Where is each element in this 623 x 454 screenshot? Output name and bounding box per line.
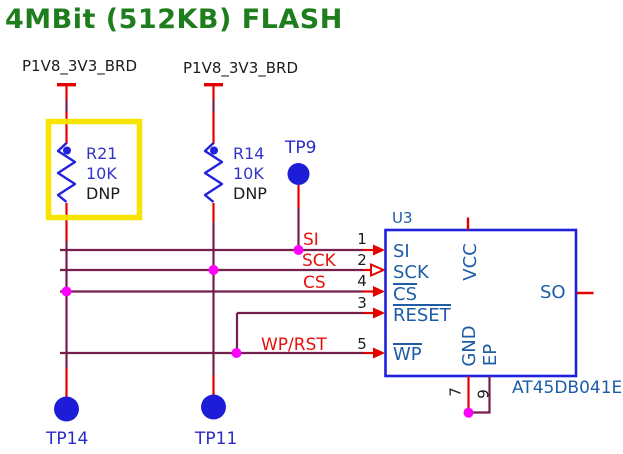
chip-refdes: U3	[392, 209, 413, 227]
pin-number-5: 5	[357, 335, 367, 353]
r21-refdes: R21	[86, 144, 118, 163]
power-net-label-right: P1V8_3V3_BRD	[183, 59, 299, 77]
r14-dnp-note: DNP	[233, 184, 267, 203]
r14-refdes: R14	[233, 144, 265, 163]
net-label-cs: CS	[303, 273, 326, 293]
chip-part-number: AT45DB041E	[512, 378, 623, 398]
tp9-label: TP9	[285, 138, 317, 158]
wire-reset	[235, 311, 374, 352]
pin-name-gnd: GND	[459, 325, 480, 367]
pin-arrow-sck-clock	[370, 262, 386, 278]
power-rail-symbol-right	[204, 83, 223, 87]
pin-arrow-reset	[373, 307, 385, 319]
pin-name-so: SO	[540, 282, 566, 303]
pin-name-sck: SCK	[393, 262, 429, 283]
pin-name-vcc: VCC	[460, 243, 481, 281]
pin-name-wp: WP	[393, 343, 422, 365]
pin-number-3: 3	[357, 294, 367, 312]
junction-dot-gnd-ep	[463, 407, 474, 418]
pin-number-7: 7	[446, 387, 465, 397]
testpoint-tp9-pad	[287, 163, 310, 185]
tp14-label: TP14	[46, 429, 89, 449]
highlight-box-r21	[45, 118, 143, 221]
chip-u3-outline	[384, 228, 578, 378]
pin-number-4: 4	[357, 272, 367, 290]
testpoint-tp14-pad	[54, 396, 79, 422]
resistor-r14-symbol	[203, 142, 224, 203]
pin-name-ep: EP	[480, 343, 501, 367]
resistor-r21-symbol	[56, 142, 77, 203]
r21-value: 10K	[86, 164, 117, 183]
r21-dnp-note: DNP	[86, 184, 120, 203]
power-net-label-left: P1V8_3V3_BRD	[22, 57, 138, 75]
net-label-sck: SCK	[302, 251, 336, 271]
junction-dot-sck	[208, 265, 219, 275]
junction-dot-si	[293, 245, 304, 255]
junction-dot-cs	[61, 286, 72, 297]
junction-dot-wp	[231, 348, 242, 358]
pin-number-2: 2	[357, 251, 367, 269]
pin-name-si: SI	[393, 241, 410, 262]
net-label-wp-rst: WP/RST	[261, 335, 327, 355]
page-title: 4MBit (512KB) FLASH	[5, 4, 343, 35]
pin-name-reset: RESET	[393, 304, 451, 326]
tp11-label: TP11	[195, 429, 238, 449]
pin-name-cs: CS	[393, 283, 417, 305]
pin-arrow-si	[373, 244, 385, 256]
net-label-si: SI	[303, 230, 319, 250]
pin-arrow-wp	[373, 347, 385, 359]
power-rail-symbol-left	[57, 83, 76, 87]
r14-value: 10K	[233, 164, 264, 183]
pin-number-9: 9	[474, 389, 493, 399]
pin-arrow-cs	[373, 286, 385, 297]
pin-number-1: 1	[357, 230, 367, 248]
testpoint-tp11-pad	[201, 394, 226, 420]
ep-pin-wire	[470, 376, 491, 414]
